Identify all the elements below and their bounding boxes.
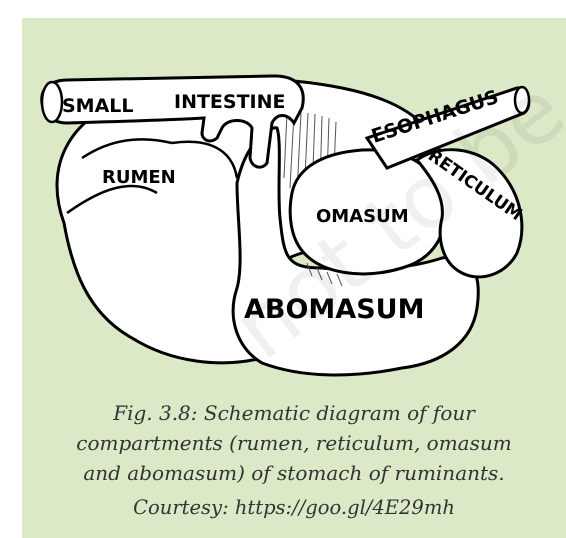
caption-line-3: and abomasum) of stomach of ruminants. bbox=[22, 458, 566, 488]
caption-line-1: Fig. 3.8: Schematic diagram of four bbox=[22, 398, 566, 428]
label-rumen: RUMEN bbox=[102, 167, 176, 188]
caption-line-2: compartments (rumen, reticulum, omasum bbox=[22, 428, 566, 458]
caption-courtesy: Courtesy: https://goo.gl/4E29mh bbox=[22, 493, 566, 523]
label-intestine: INTESTINE bbox=[174, 91, 286, 113]
label-small: SMALL bbox=[62, 95, 134, 117]
